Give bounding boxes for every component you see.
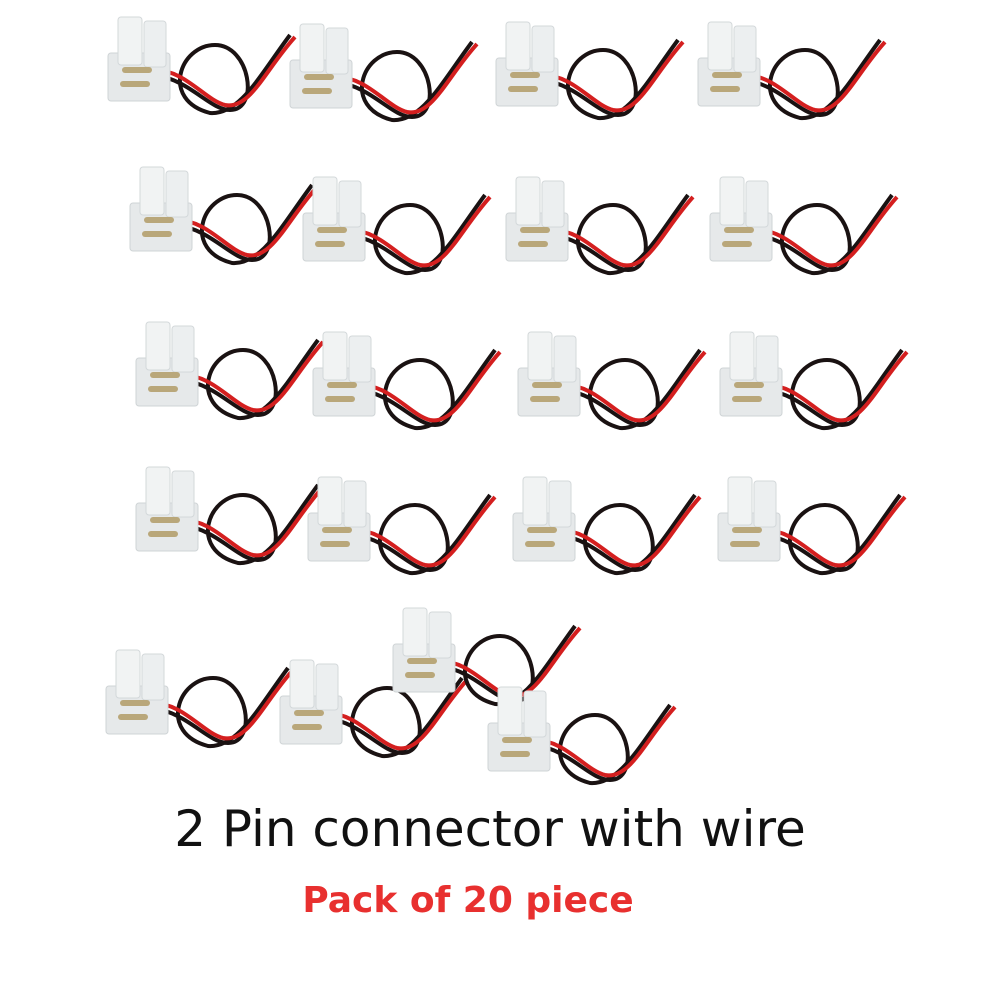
connector-with-wire	[504, 175, 695, 276]
connector-with-wire	[288, 22, 479, 123]
connector-with-wire	[486, 685, 677, 786]
connector-with-wire	[696, 20, 887, 121]
connector-with-wire	[391, 606, 582, 707]
connector-with-wire	[718, 330, 909, 431]
product-title: 2 Pin connector with wire	[174, 800, 806, 858]
pack-size-label: Pack of 20 piece	[302, 880, 634, 921]
connector-with-wire	[128, 165, 319, 266]
connector-with-wire	[494, 20, 685, 121]
connector-with-wire	[106, 15, 297, 116]
connector-with-wire	[716, 475, 907, 576]
connector-with-wire	[311, 330, 502, 431]
connector-with-wire	[516, 330, 707, 431]
connector-with-wire	[301, 175, 492, 276]
connector-with-wire	[104, 648, 295, 749]
connector-with-wire	[708, 175, 899, 276]
connector-with-wire	[306, 475, 497, 576]
connector-with-wire	[134, 320, 325, 421]
connector-with-wire	[134, 465, 325, 566]
connector-with-wire	[511, 475, 702, 576]
